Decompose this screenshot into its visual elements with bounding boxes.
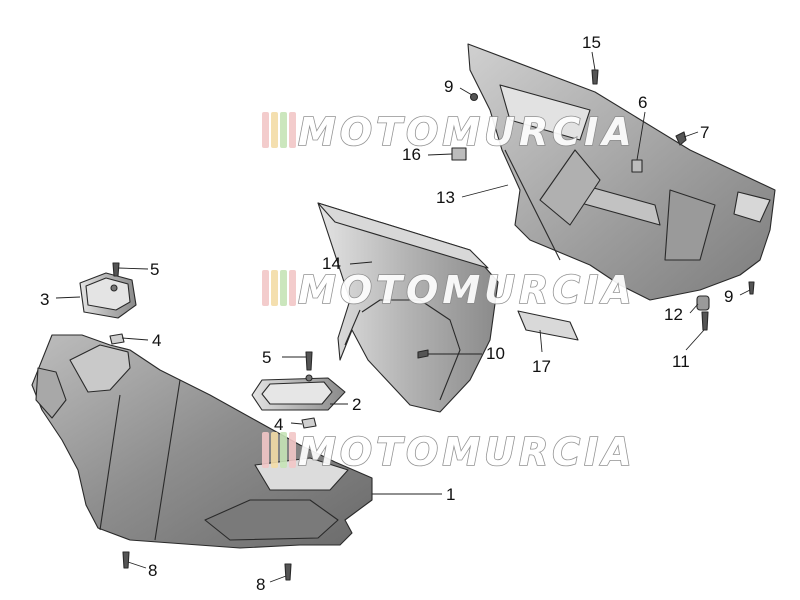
callout-8-left: 8 [148,561,157,580]
callout-10: 10 [486,344,505,363]
screw-8-right [284,563,292,581]
callout-5-right: 5 [262,348,271,367]
callout-11: 11 [672,352,690,371]
watermark-stripes [262,112,296,148]
callout-12: 12 [664,305,683,324]
callout-15: 15 [582,33,601,52]
cover-plate-right [251,374,346,411]
screw-9-bottom [748,281,755,295]
callout-4-right: 4 [274,415,283,434]
screw-7 [675,131,687,146]
callout-7: 7 [700,123,709,142]
callout-2: 2 [352,395,361,414]
clip-6 [631,159,643,173]
callout-14: 14 [322,254,341,273]
spacer-12 [696,295,710,311]
callout-9-bottom: 9 [724,287,733,306]
watermark-text: MOTOMURCIA [298,430,636,474]
callout-6: 6 [638,93,647,112]
handlebar-rear-cover [467,43,776,301]
watermark-top: MOTOMURCIA [262,109,636,155]
gasket-left [109,333,125,345]
callout-5-left: 5 [150,260,159,279]
screw-5-left [112,262,120,277]
watermark-bottom: MOTOMURCIA [262,429,636,475]
callout-4-left: 4 [152,331,161,350]
callout-8-right: 8 [256,575,265,594]
watermark-text: MOTOMURCIA [298,268,636,312]
callout-3: 3 [40,290,49,309]
callout-16: 16 [402,145,421,164]
screw-15 [591,69,599,85]
gasket-right [301,417,317,429]
watermark-stripes [262,270,296,306]
handlebar-cover-front [31,334,373,549]
screw-8-left [122,551,130,569]
callout-13: 13 [436,188,455,207]
watermark-text: MOTOMURCIA [298,110,636,154]
foam-strip [517,310,579,341]
handlebar-rear-panel [317,202,499,413]
cover-plate-left [79,272,137,319]
screw-9-top [469,92,479,102]
callout-17: 17 [532,357,551,376]
watermark-stripes [262,432,296,468]
callout-labels: 15 9 6 7 16 13 14 5 3 4 5 10 17 12 9 11 … [40,33,733,594]
screw-11 [701,311,709,331]
screw-5-right [305,351,313,371]
screw-10 [417,349,429,359]
callout-1: 1 [446,485,455,504]
watermark-middle: MOTOMURCIA [262,267,636,313]
leader-lines [55,51,751,583]
callout-9-top: 9 [444,77,453,96]
